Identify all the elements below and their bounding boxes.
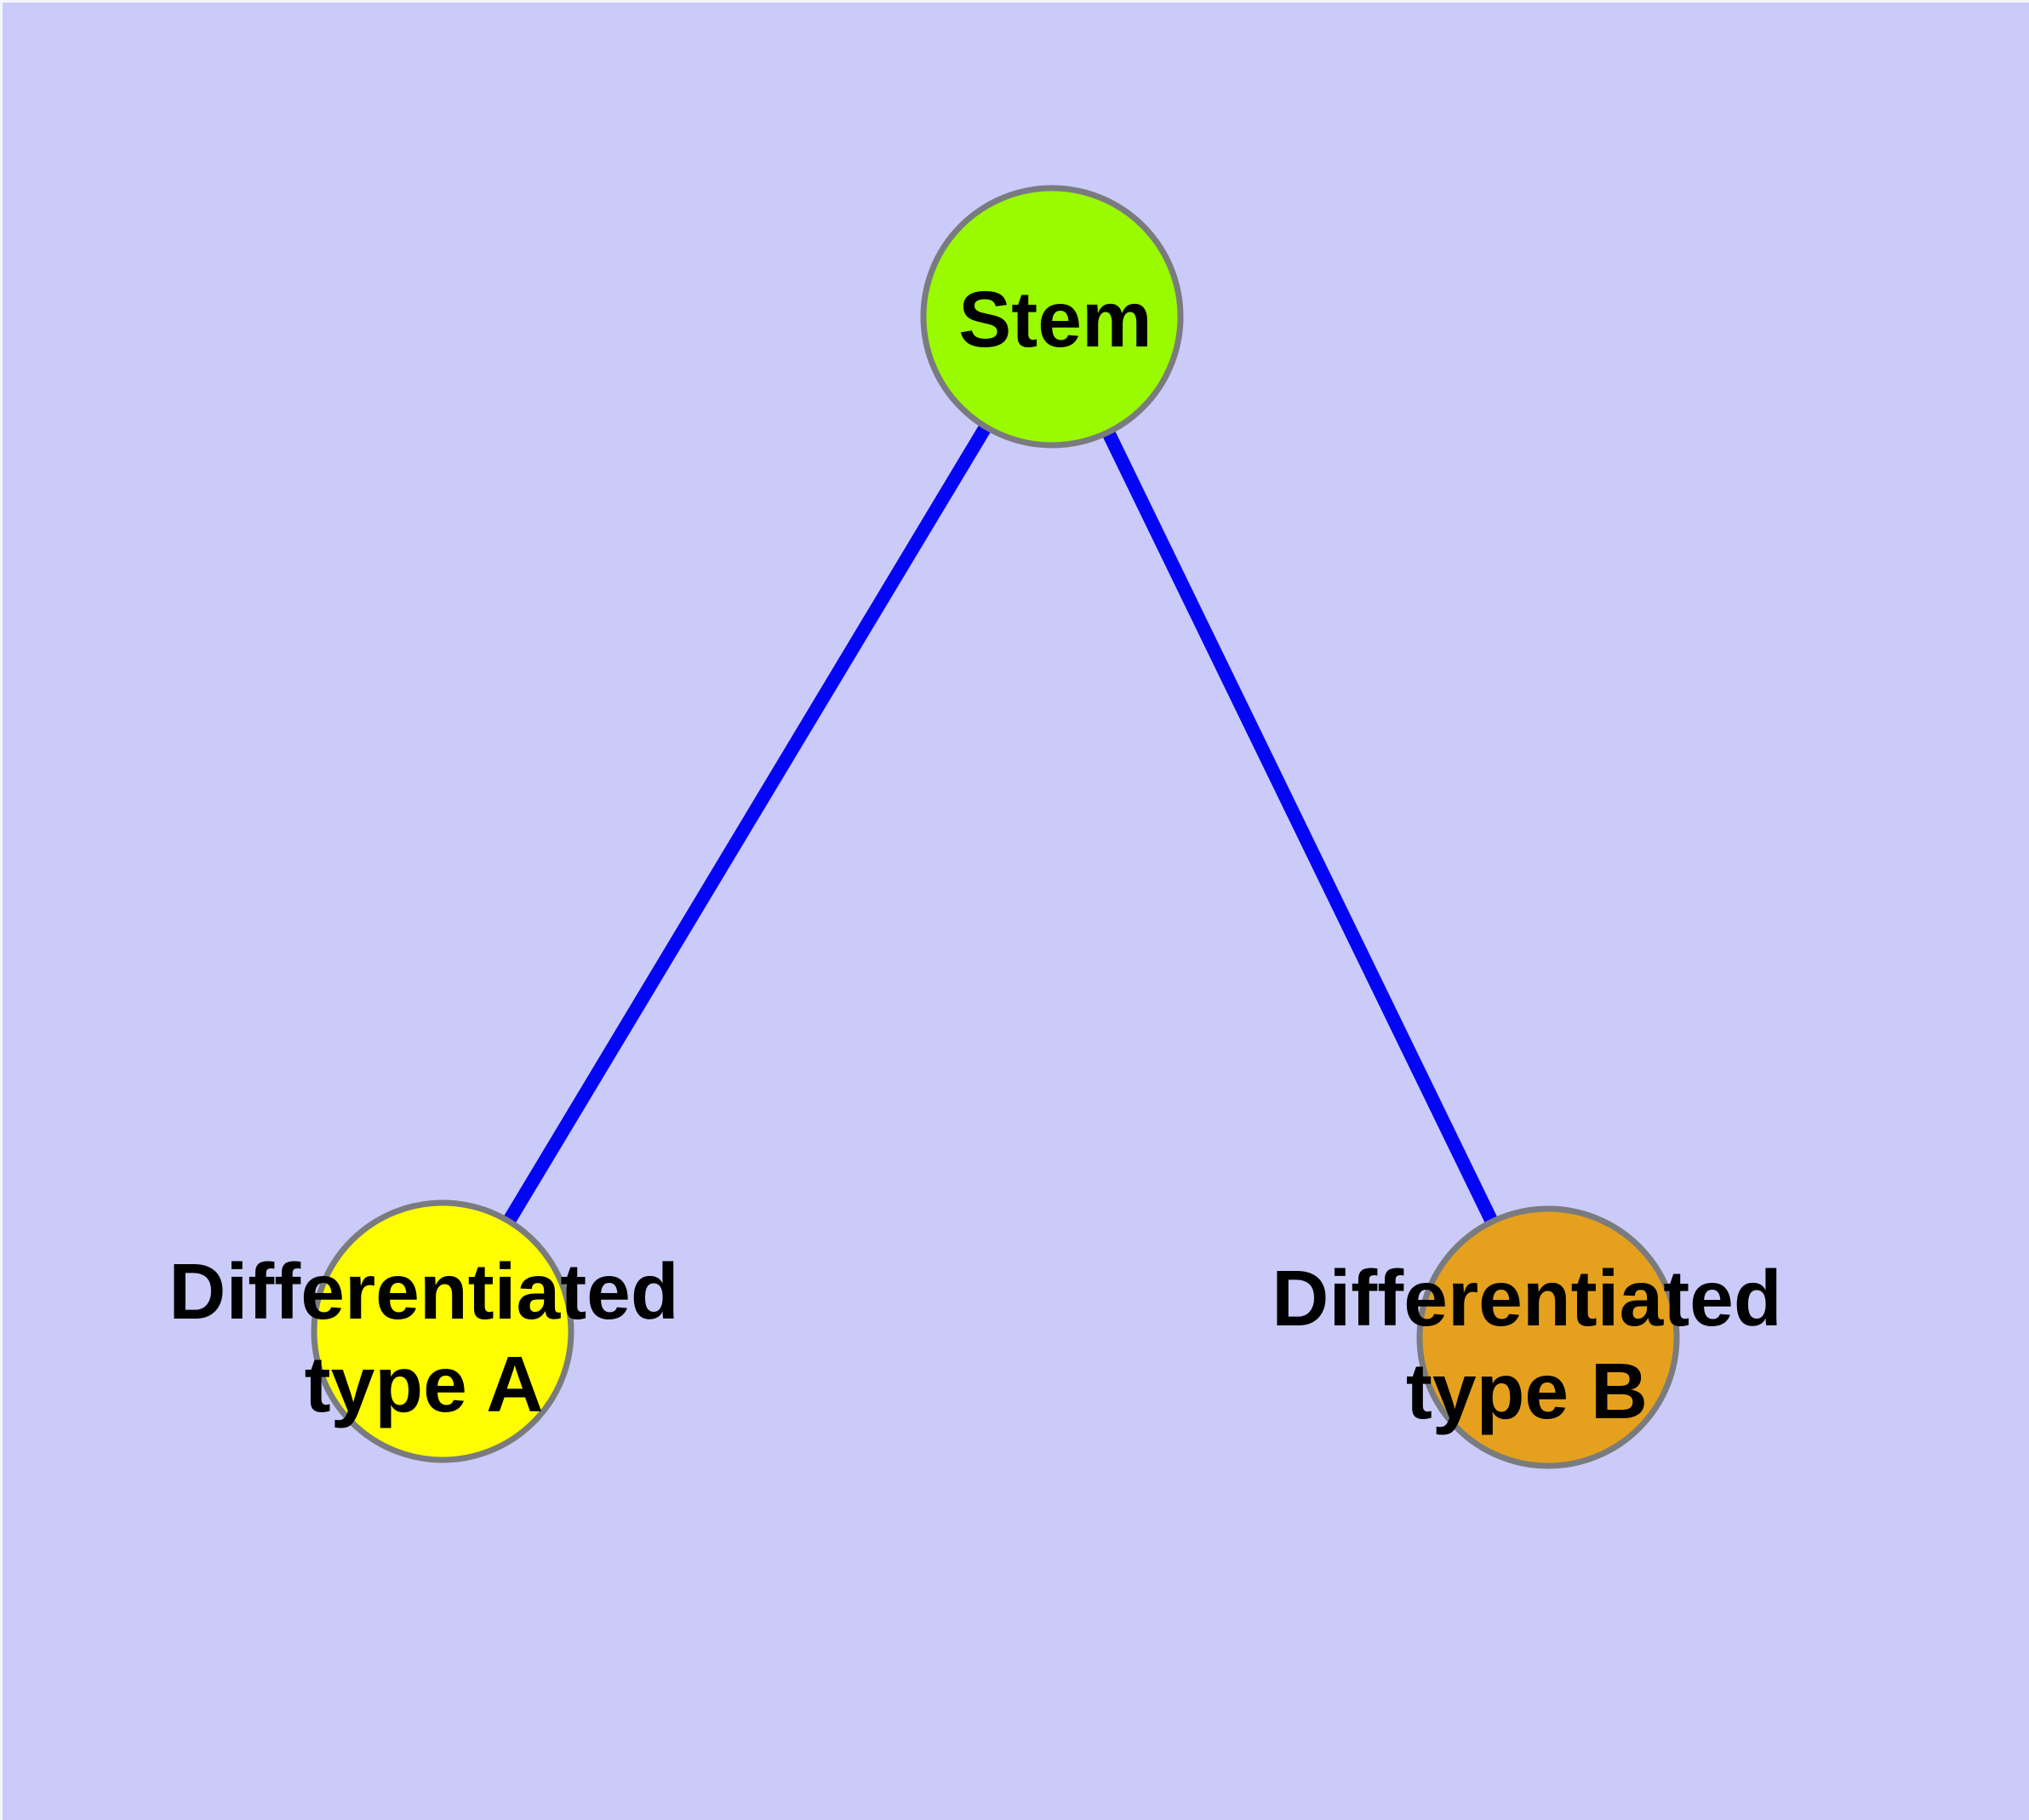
node-differentiated-type-b: [1416, 1205, 1680, 1469]
node-differentiated-type-a: [311, 1199, 574, 1463]
edge-layer: [437, 312, 1555, 1341]
node-type-a-label-line2: type A: [305, 1340, 544, 1428]
node-type-a-label-line1: Differentiated: [169, 1247, 678, 1336]
node-stem-label: Stem: [958, 275, 1152, 363]
node-type-b-label-line2: type B: [1406, 1347, 1648, 1435]
edge-stem-to-type-a: [437, 312, 1058, 1336]
node-layer: [311, 185, 1680, 1469]
node-stem: [920, 185, 1184, 449]
edge-stem-to-type-b: [1045, 313, 1555, 1341]
node-type-b-label-line1: Differentiated: [1272, 1254, 1781, 1342]
label-layer: Stem Differentiated type A Differentiate…: [169, 275, 1781, 1435]
